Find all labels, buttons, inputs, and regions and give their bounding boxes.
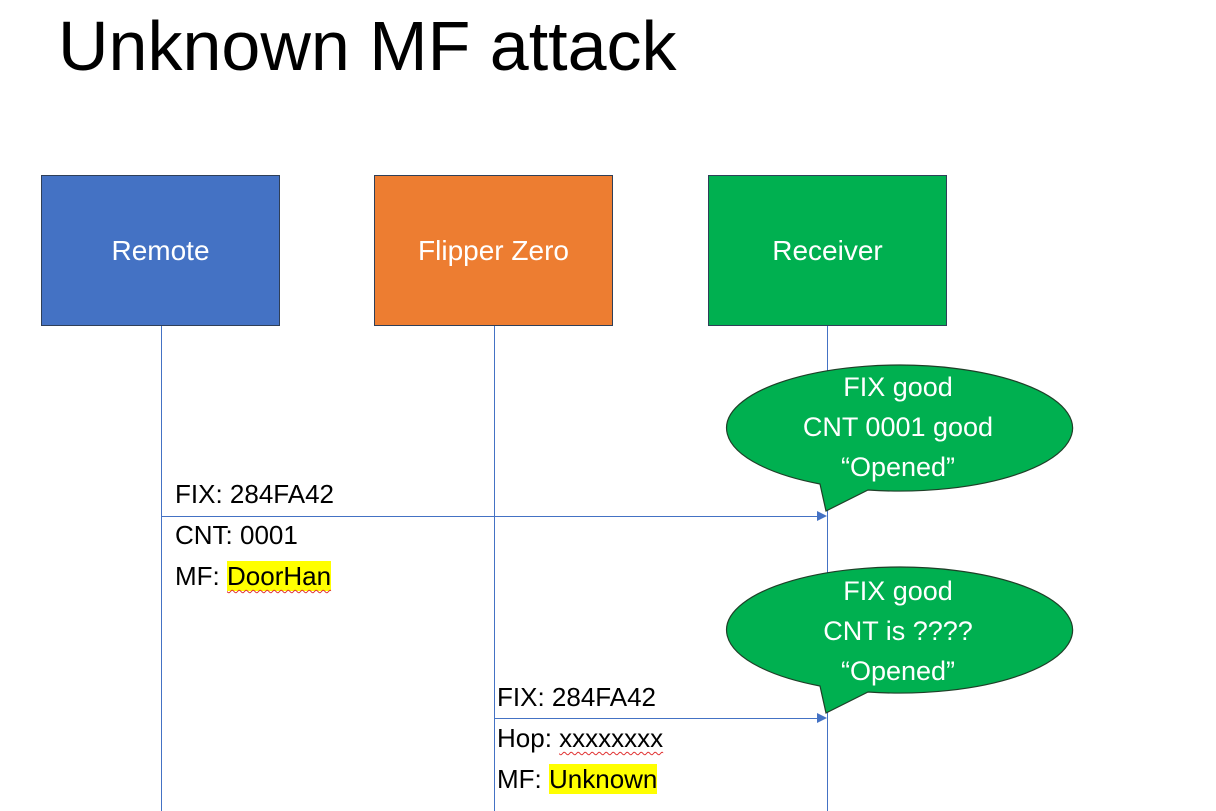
bubble-line: FIX good (843, 576, 953, 606)
bubble-line: “Opened” (840, 452, 956, 482)
mf-prefix: MF: (175, 561, 227, 591)
arrowhead-1 (817, 511, 827, 521)
actor-flipper-zero: Flipper Zero (374, 175, 613, 326)
message-1-text: FIX: 284FA42 CNT: 0001 MF: DoorHan (175, 474, 334, 597)
actor-receiver: Receiver (708, 175, 947, 326)
actor-label: Remote (111, 234, 210, 266)
bubble-text-1: FIX good CNT 0001 good “Opened” (725, 367, 1071, 487)
message-mf: MF: DoorHan (175, 556, 334, 597)
callout-bubble-2 (725, 566, 1074, 714)
bubble-line: CNT is ???? (823, 616, 973, 646)
arrowhead-2 (817, 713, 827, 723)
actor-label: Flipper Zero (418, 234, 569, 266)
bubble-line: “Opened” (840, 656, 956, 686)
mf-prefix: MF: (497, 764, 549, 794)
actor-remote: Remote (41, 175, 280, 326)
slide-title: Unknown MF attack (58, 7, 677, 85)
actor-label: Receiver (772, 234, 883, 266)
mf-value: Unknown (549, 764, 658, 794)
hop-prefix: Hop: (497, 723, 560, 753)
bubble-line: CNT 0001 good (802, 412, 994, 442)
message-arrow-2 (495, 718, 818, 719)
message-hop: Hop: xxxxxxxx (497, 718, 663, 759)
message-cnt: CNT: 0001 (175, 520, 298, 550)
bubble-text-2: FIX good CNT is ???? “Opened” (725, 571, 1071, 691)
message-fix: FIX: 284FA42 (175, 479, 334, 509)
message-arrow-1 (162, 516, 818, 517)
mf-value: DoorHan (227, 561, 332, 591)
hop-value: xxxxxxxx (559, 723, 664, 753)
message-2-text: FIX: 284FA42 Hop: xxxxxxxx MF: Unknown (497, 677, 663, 800)
message-mf: MF: Unknown (497, 759, 663, 800)
bubble-line: FIX good (843, 372, 953, 402)
message-fix: FIX: 284FA42 (497, 682, 656, 712)
lifeline-remote (161, 326, 162, 811)
callout-bubble-1 (725, 364, 1074, 512)
lifeline-receiver (827, 326, 828, 811)
lifeline-flipper-zero (494, 326, 495, 811)
